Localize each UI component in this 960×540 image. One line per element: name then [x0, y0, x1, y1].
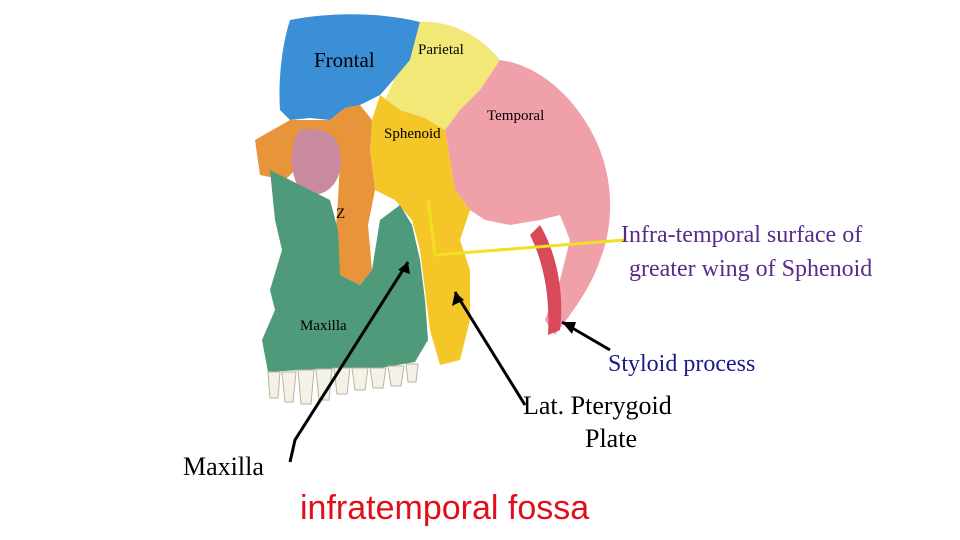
arrow-heads [398, 262, 576, 334]
label-temporal: Temporal [487, 108, 545, 124]
arrow-head-styloid [562, 322, 576, 334]
label-frontal: Frontal [314, 48, 375, 72]
label-infratemporal-surface-line1: Infra-temporal surface of [621, 222, 863, 248]
label-sphenoid: Sphenoid [384, 126, 441, 142]
arrow-lat-pterygoid [453, 291, 527, 406]
label-infratemporal-surface-line2: greater wing of Sphenoid [629, 256, 873, 282]
styloid-process-shape [530, 225, 562, 335]
arrow-head-lat-pterygoid [452, 292, 464, 306]
arrow-maxilla [288, 261, 410, 463]
frontal-bone [279, 14, 420, 120]
zygomatic-bone [255, 105, 375, 285]
label-styloid-process: Styloid process [608, 351, 756, 377]
orbit-shape [291, 129, 341, 195]
sphenoid-bone [370, 95, 470, 365]
label-lat-pterygoid-line1: Lat. Pterygoid [523, 391, 672, 420]
title-infratemporal-fossa: infratemporal fossa [300, 489, 590, 527]
label-z: Z [336, 206, 346, 222]
parietal-bone [385, 21, 500, 130]
label-lat-pterygoid-line2: Plate [585, 424, 637, 453]
pointer-line-infratemporal-surface [426, 199, 626, 257]
maxilla-bone [262, 170, 428, 372]
label-parietal: Parietal [418, 42, 464, 58]
label-maxilla-small: Maxilla [300, 318, 347, 334]
temporal-bone [445, 60, 611, 335]
teeth [267, 363, 419, 405]
label-maxilla-large: Maxilla [183, 452, 264, 481]
arrow-head-maxilla [398, 262, 410, 274]
